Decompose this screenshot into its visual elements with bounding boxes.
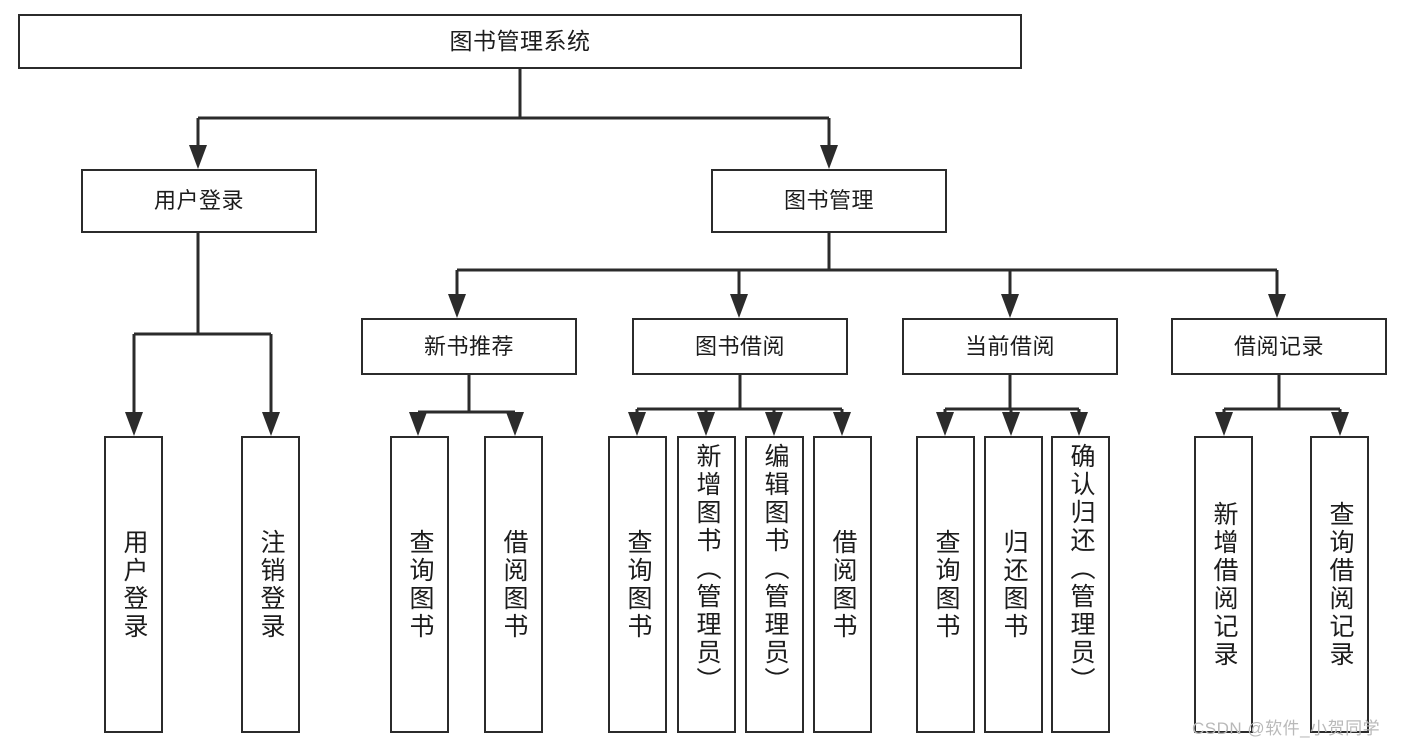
node-leaf-edit-book: 编辑图书（管理员） bbox=[745, 436, 804, 733]
root-to-level2-arrow-0-head bbox=[189, 145, 207, 169]
node-label: 新增图书（管理员） bbox=[693, 443, 721, 695]
borrow-record-to-leaves-arrow-0-head bbox=[1215, 412, 1233, 436]
node-user-login: 用户登录 bbox=[81, 169, 317, 233]
book-borrow-to-leaves-arrow-1-head bbox=[697, 412, 715, 436]
node-leaf-borrow-book-2: 借阅图书 bbox=[813, 436, 872, 733]
node-label: 图书借阅 bbox=[694, 333, 785, 359]
node-leaf-user-login: 用户登录 bbox=[104, 436, 163, 733]
book-borrow-to-leaves-arrow-2-head bbox=[765, 412, 783, 436]
new-book-recommend-to-leaves-arrow-1-head bbox=[506, 412, 524, 436]
node-leaf-add-borrow-record: 新增借阅记录 bbox=[1194, 436, 1253, 733]
book-management-to-level3-arrow-1-head bbox=[730, 294, 748, 318]
user-login-to-leaves-arrow-0-head bbox=[125, 412, 143, 436]
node-label: 归还图书 bbox=[1000, 528, 1028, 641]
node-leaf-query-book-3: 查询图书 bbox=[916, 436, 975, 733]
node-label: 当前借阅 bbox=[964, 333, 1055, 359]
node-label: 查询图书 bbox=[406, 528, 434, 641]
node-leaf-query-book-2: 查询图书 bbox=[608, 436, 667, 733]
node-leaf-borrow-book-1: 借阅图书 bbox=[484, 436, 543, 733]
node-label: 借阅记录 bbox=[1233, 333, 1324, 359]
book-management-to-level3-arrow-3-head bbox=[1268, 294, 1286, 318]
current-borrow-to-leaves-arrow-1-head bbox=[1002, 412, 1020, 436]
current-borrow-to-leaves-arrow-0-head bbox=[936, 412, 954, 436]
node-label: 查询图书 bbox=[932, 528, 960, 641]
node-label: 查询借阅记录 bbox=[1326, 500, 1354, 669]
node-label: 新书推荐 bbox=[423, 333, 514, 359]
node-leaf-query-book-1: 查询图书 bbox=[390, 436, 449, 733]
node-label: 注销登录 bbox=[257, 528, 285, 641]
node-leaf-confirm-return: 确认归还（管理员） bbox=[1051, 436, 1110, 733]
node-label: 图书管理系统 bbox=[449, 27, 591, 54]
node-leaf-add-book: 新增图书（管理员） bbox=[677, 436, 736, 733]
node-label: 图书管理 bbox=[783, 188, 874, 214]
borrow-record-to-leaves-arrow-1-head bbox=[1331, 412, 1349, 436]
node-label: 借阅图书 bbox=[829, 528, 857, 641]
book-borrow-to-leaves-arrow-3-head bbox=[833, 412, 851, 436]
node-label: 用户登录 bbox=[153, 188, 244, 214]
user-login-to-leaves-arrow-1-head bbox=[262, 412, 280, 436]
node-label: 借阅图书 bbox=[500, 528, 528, 641]
node-book-borrow: 图书借阅 bbox=[632, 318, 848, 375]
node-label: 查询图书 bbox=[624, 528, 652, 641]
node-new-book-recommend: 新书推荐 bbox=[361, 318, 577, 375]
node-leaf-return-book: 归还图书 bbox=[984, 436, 1043, 733]
watermark-text: CSDN @软件_小贺同学 bbox=[1192, 719, 1381, 738]
root-to-level2-arrow-1-head bbox=[820, 145, 838, 169]
node-label: 新增借阅记录 bbox=[1210, 500, 1238, 669]
node-label: 编辑图书（管理员） bbox=[761, 443, 789, 695]
node-current-borrow: 当前借阅 bbox=[902, 318, 1118, 375]
node-borrow-record: 借阅记录 bbox=[1171, 318, 1387, 375]
current-borrow-to-leaves-arrow-2-head bbox=[1070, 412, 1088, 436]
node-label: 用户登录 bbox=[120, 528, 148, 641]
book-borrow-to-leaves-arrow-0-head bbox=[628, 412, 646, 436]
book-management-to-level3-arrow-2-head bbox=[1001, 294, 1019, 318]
node-root-system: 图书管理系统 bbox=[18, 14, 1022, 69]
new-book-recommend-to-leaves-arrow-0-head bbox=[409, 412, 427, 436]
node-leaf-user-logout: 注销登录 bbox=[241, 436, 300, 733]
node-label: 确认归还（管理员） bbox=[1067, 443, 1095, 695]
node-leaf-query-borrow-record: 查询借阅记录 bbox=[1310, 436, 1369, 733]
book-management-to-level3-arrow-0-head bbox=[448, 294, 466, 318]
node-book-management: 图书管理 bbox=[711, 169, 947, 233]
